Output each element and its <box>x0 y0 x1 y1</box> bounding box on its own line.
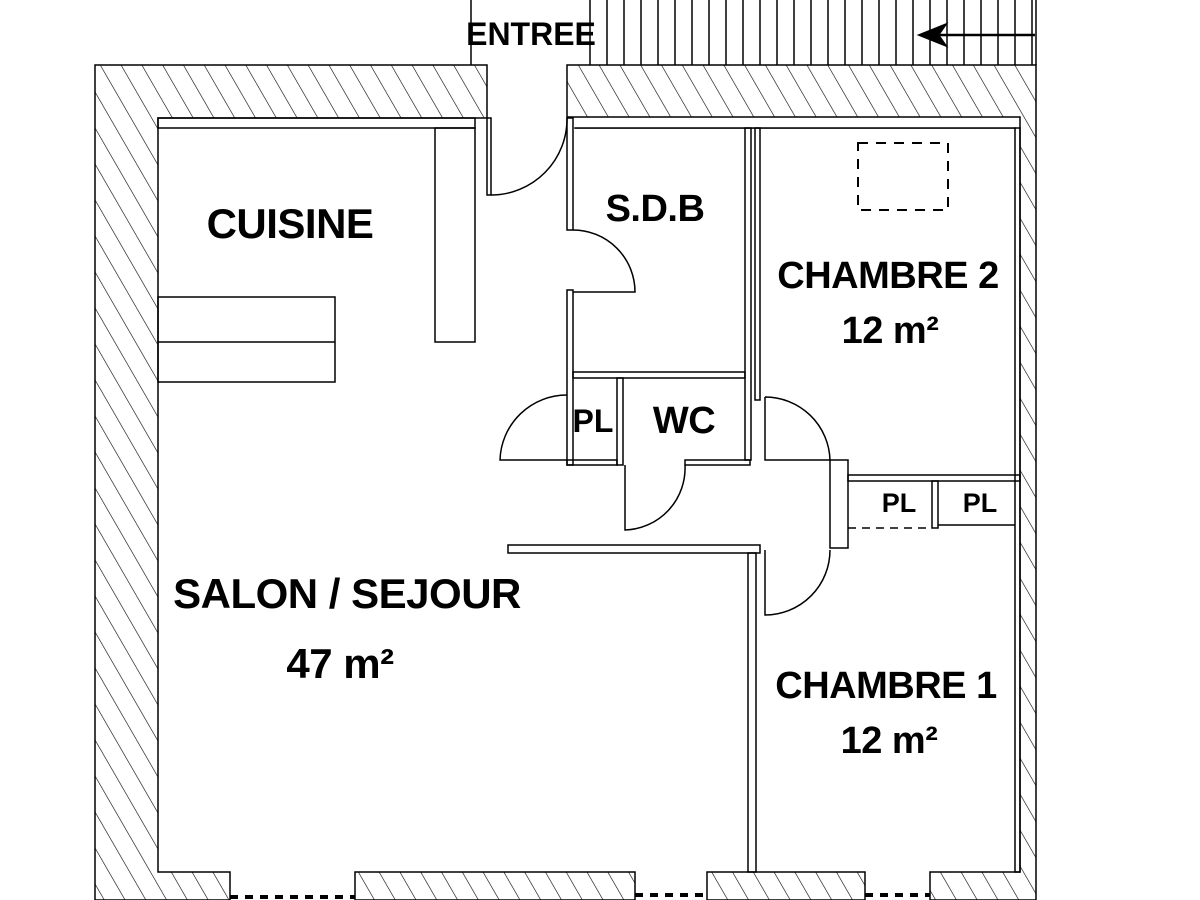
label-pl-left: PL <box>572 403 614 439</box>
label-chambre2: CHAMBRE 2 <box>777 255 999 297</box>
entrance-porch <box>470 0 1037 65</box>
label-entree: ENTREE <box>466 16 596 52</box>
skylight-outline <box>857 142 949 211</box>
area-chambre1: 12 m² <box>840 720 938 762</box>
bedroom-closets <box>847 474 1021 529</box>
label-pl-bedroom-b: PL <box>962 488 998 518</box>
exterior-walls <box>94 64 1037 900</box>
label-pl-bedroom-a: PL <box>881 488 917 518</box>
label-sdb: S.D.B <box>605 188 705 230</box>
label-cuisine: CUISINE <box>206 200 374 247</box>
windows <box>230 893 930 899</box>
area-salon: 47 m² <box>286 640 394 687</box>
entry-door <box>486 117 568 196</box>
label-chambre1: CHAMBRE 1 <box>775 665 997 707</box>
label-wc: WC <box>652 400 716 442</box>
label-salon: SALON / SEJOUR <box>173 570 521 617</box>
kitchen-furniture <box>157 117 476 383</box>
area-chambre2: 12 m² <box>841 310 939 352</box>
interior-walls <box>499 117 1021 873</box>
arrow-left-icon <box>916 22 1035 48</box>
